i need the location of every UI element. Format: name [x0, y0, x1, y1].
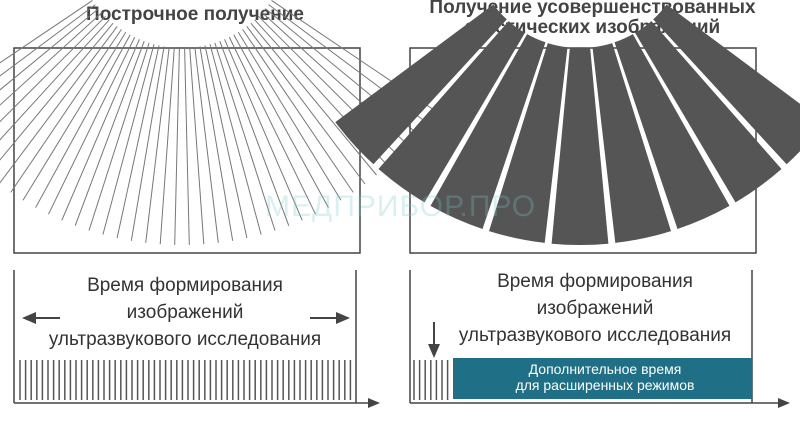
scan-line [184, 47, 190, 245]
scan-line [250, 22, 377, 176]
scan-line [0, 22, 114, 161]
scan-line [35, 34, 131, 208]
scan-line [0, 19, 110, 141]
scan-line [22, 31, 127, 201]
right-down-arrowhead [428, 344, 440, 358]
scan-line [199, 46, 234, 241]
scan-line [237, 31, 342, 201]
beam-wedge [653, 4, 800, 165]
scan-line [145, 47, 170, 243]
scan-line [204, 45, 248, 239]
scan-line [0, 0, 93, 64]
left-span-arrowhead-right [336, 312, 350, 324]
watermark: МЕДПРИБОР.ПРО [265, 190, 537, 223]
scan-line [0, 4, 96, 77]
scan-line [214, 42, 276, 231]
scan-line [102, 44, 155, 235]
beam-wedge [378, 21, 525, 203]
scan-line [174, 47, 180, 245]
left-scan-line-ticks [19, 360, 352, 400]
scan-line [209, 44, 262, 235]
scan-line [0, 12, 103, 106]
scan-line [194, 47, 219, 243]
scan-line [74, 41, 145, 226]
extra-time-label: Дополнительное время для расширенных реж… [515, 361, 695, 393]
beam-wedge [430, 34, 546, 229]
scan-line [0, 8, 99, 91]
right-time-axis-arrowhead [778, 398, 790, 408]
left-time-label: Время формирования изображений ультразву… [48, 275, 322, 350]
scan-line [246, 26, 366, 185]
scan-line [0, 26, 118, 184]
extra-time-block [453, 358, 752, 399]
beam-wedge [489, 43, 568, 243]
scan-line [228, 36, 316, 215]
scan-line [219, 41, 290, 226]
right-timeline [409, 270, 790, 408]
right-scan-line-ticks [413, 360, 449, 400]
beam-wedge [614, 34, 730, 229]
scan-line [48, 36, 136, 215]
beam-wedge [592, 43, 671, 243]
scan-line [88, 42, 150, 231]
scan-line [224, 39, 303, 221]
scan-line [189, 47, 205, 245]
scan-line [10, 29, 122, 193]
advanced-acoustic-fan [335, 4, 800, 246]
left-span-arrowhead-left [22, 312, 36, 324]
line-by-line-scan-fan [0, 0, 436, 245]
left-time-axis-arrowhead [368, 398, 380, 408]
left-timeline [13, 270, 380, 408]
scan-line [130, 46, 165, 241]
scan-line [242, 29, 354, 193]
scan-line [0, 15, 106, 123]
beam-wedge [635, 21, 782, 203]
scan-line [116, 45, 160, 239]
scan-line [233, 34, 329, 208]
scan-line [159, 47, 175, 245]
scan-line [61, 39, 140, 221]
left-title: Построчное получение [86, 4, 304, 25]
beam-wedge [551, 47, 609, 246]
beam-wedge [335, 4, 507, 165]
right-time-label: Время формирования изображений ультразву… [458, 271, 732, 346]
